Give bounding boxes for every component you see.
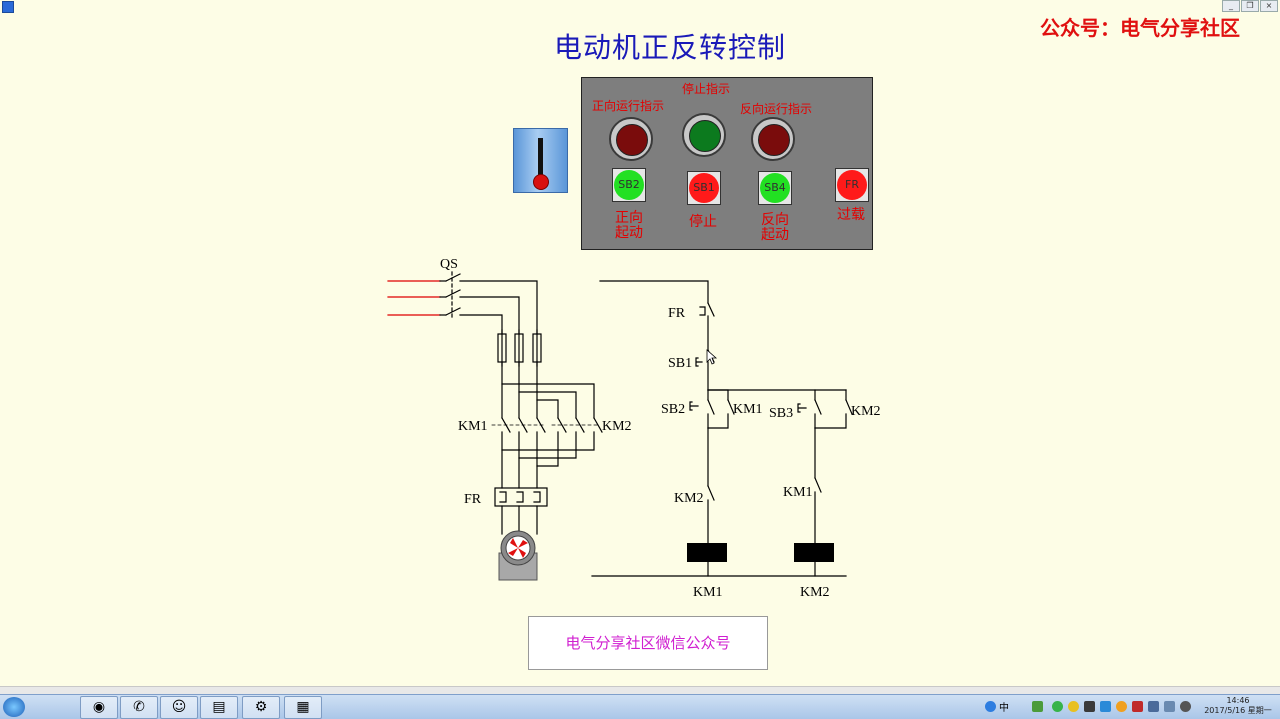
- search-tray-icon[interactable]: [985, 701, 996, 712]
- control-panel: 正向运行指示 停止指示 反向运行指示 SB2 SB1 SB4 FR 正向 起动 …: [581, 77, 873, 250]
- qq-tray-icon[interactable]: [1116, 701, 1127, 712]
- clock-date: 2017/5/16 星期一: [1204, 706, 1272, 715]
- reverse-run-indicator-label: 反向运行指示: [740, 102, 813, 116]
- stop-label: 停止: [689, 214, 717, 230]
- battery-tray-icon[interactable]: [1032, 701, 1043, 712]
- mouse-cursor-icon: [706, 349, 718, 365]
- network-tray-icon[interactable]: [1148, 701, 1159, 712]
- reverse-start-label: 反向 起动: [761, 212, 789, 243]
- taskbar-app-explorer[interactable]: ▤: [200, 696, 238, 719]
- taskbar-app-settings[interactable]: ⚙: [242, 696, 280, 719]
- qs-label: QS: [440, 257, 458, 272]
- app-icon: [2, 1, 14, 13]
- ctrl-km1-interlock-label: KM1: [783, 485, 813, 500]
- system-clock[interactable]: 14:46 2017/5/16 星期一: [1200, 696, 1276, 716]
- taskbar-app-wechat[interactable]: ✆: [120, 696, 158, 719]
- horizontal-scrollbar[interactable]: [0, 686, 1280, 694]
- ctrl-sb2-label: SB2: [661, 402, 685, 417]
- ctrl-km2-interlock-label: KM2: [674, 491, 704, 506]
- taskbar: ◉ ✆ ☺ ▤ ⚙ ▦ 中 14:46 2017/5/16 星期一: [0, 694, 1280, 719]
- display-tray-icon[interactable]: [1164, 701, 1175, 712]
- main-circuit: [387, 271, 603, 535]
- overload-label: 过载: [837, 207, 865, 223]
- wechat-account-label: 公众号：电气分享社区: [1040, 16, 1240, 40]
- ctrl-km2-hold-label: KM2: [851, 404, 881, 419]
- stop-lamp: [682, 113, 726, 157]
- ime-indicator[interactable]: 中: [999, 703, 1009, 714]
- reverse-start-button[interactable]: SB4: [758, 171, 792, 205]
- minimize-button[interactable]: _: [1222, 0, 1240, 12]
- start-button-icon[interactable]: [3, 697, 25, 717]
- km2-coil: [794, 543, 834, 562]
- stop-indicator-label: 停止指示: [682, 82, 731, 96]
- app-tray-icon[interactable]: [1084, 701, 1095, 712]
- km1-coil: [687, 543, 727, 562]
- volume-tray-icon[interactable]: [1180, 701, 1191, 712]
- ctrl-sb3-label: SB3: [769, 406, 793, 421]
- stop-button[interactable]: SB1: [687, 171, 721, 205]
- forward-start-button[interactable]: SB2: [612, 168, 646, 202]
- forward-start-label: 正向 起动: [615, 210, 643, 241]
- ctrl-km1-hold-label: KM1: [733, 402, 763, 417]
- motor-icon: [498, 530, 538, 581]
- antivirus-tray-icon[interactable]: [1132, 701, 1143, 712]
- coil-km2-label: KM2: [800, 585, 830, 600]
- main-km2-label: KM2: [602, 419, 632, 434]
- taskbar-app-simulator[interactable]: ▦: [284, 696, 322, 719]
- clock-time: 14:46: [1226, 696, 1250, 705]
- ctrl-fr-label: FR: [668, 306, 686, 321]
- forward-run-indicator-label: 正向运行指示: [592, 99, 665, 113]
- wechat-tray-icon[interactable]: [1052, 701, 1063, 712]
- cloud-tray-icon[interactable]: [1100, 701, 1111, 712]
- footer-banner: 电气分享社区微信公众号: [528, 616, 768, 670]
- main-km1-label: KM1: [458, 419, 488, 434]
- thermometer-icon: [513, 128, 568, 193]
- ctrl-sb1-label: SB1: [668, 356, 692, 371]
- security-tray-icon[interactable]: [1068, 701, 1079, 712]
- control-circuit: [591, 280, 853, 577]
- overload-button[interactable]: FR: [835, 168, 869, 202]
- forward-run-lamp: [609, 117, 653, 161]
- window-titlebar: _ ❐ ×: [0, 0, 1280, 13]
- taskbar-app-browser[interactable]: ◉: [80, 696, 118, 719]
- main-fr-label: FR: [464, 492, 482, 507]
- taskbar-app-qq[interactable]: ☺: [160, 696, 198, 719]
- reverse-run-lamp: [751, 117, 795, 161]
- page-title: 电动机正反转控制: [554, 31, 787, 64]
- close-button[interactable]: ×: [1260, 0, 1278, 12]
- restore-button[interactable]: ❐: [1241, 0, 1259, 12]
- coil-km1-label: KM1: [693, 585, 723, 600]
